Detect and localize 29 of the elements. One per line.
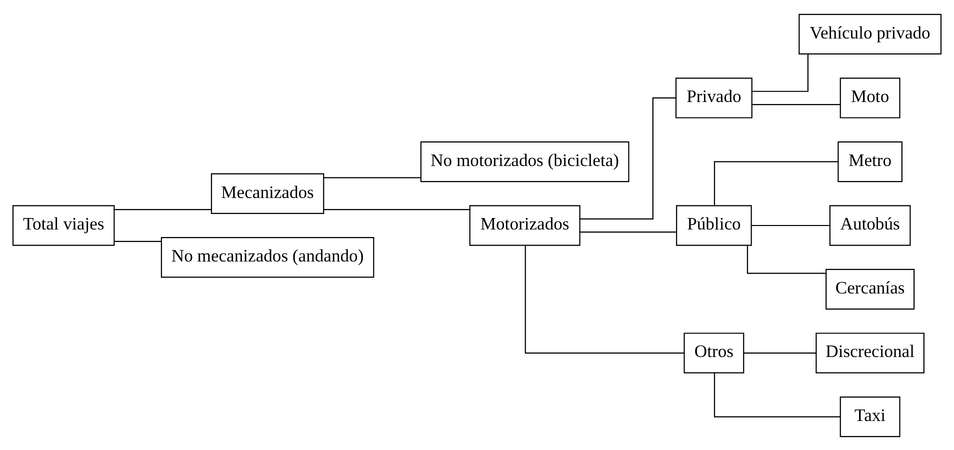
node-box: No motorizados (bicicleta) bbox=[420, 140, 630, 182]
connector bbox=[744, 352, 816, 354]
node-box: Moto bbox=[840, 77, 900, 118]
node-box: Discrecional bbox=[816, 332, 924, 373]
node-box: Mecanizados bbox=[210, 172, 324, 214]
connector bbox=[752, 54, 808, 92]
connector bbox=[524, 244, 684, 354]
connector bbox=[714, 160, 838, 206]
node-box: Metro bbox=[838, 140, 902, 182]
node-box: Autobús bbox=[829, 204, 911, 246]
connector bbox=[580, 231, 676, 232]
node-box: Otros bbox=[684, 332, 744, 373]
node-box: Privado bbox=[675, 77, 752, 118]
connector bbox=[324, 208, 470, 210]
connector bbox=[114, 240, 162, 242]
connector bbox=[714, 372, 840, 417]
connector bbox=[580, 96, 676, 219]
connector bbox=[751, 224, 830, 226]
connector bbox=[324, 176, 421, 178]
connector bbox=[746, 245, 826, 274]
node-box: Total viajes bbox=[12, 204, 115, 246]
node-box: Motorizados bbox=[469, 204, 580, 246]
node-box: No mecanizados (andando) bbox=[160, 236, 374, 278]
node-box: Público bbox=[676, 204, 752, 246]
node-box: Taxi bbox=[840, 396, 900, 437]
node-box: Cercanías bbox=[826, 268, 915, 310]
connector bbox=[752, 104, 840, 105]
node-box: Vehículo privado bbox=[798, 13, 942, 54]
connector bbox=[114, 208, 212, 210]
